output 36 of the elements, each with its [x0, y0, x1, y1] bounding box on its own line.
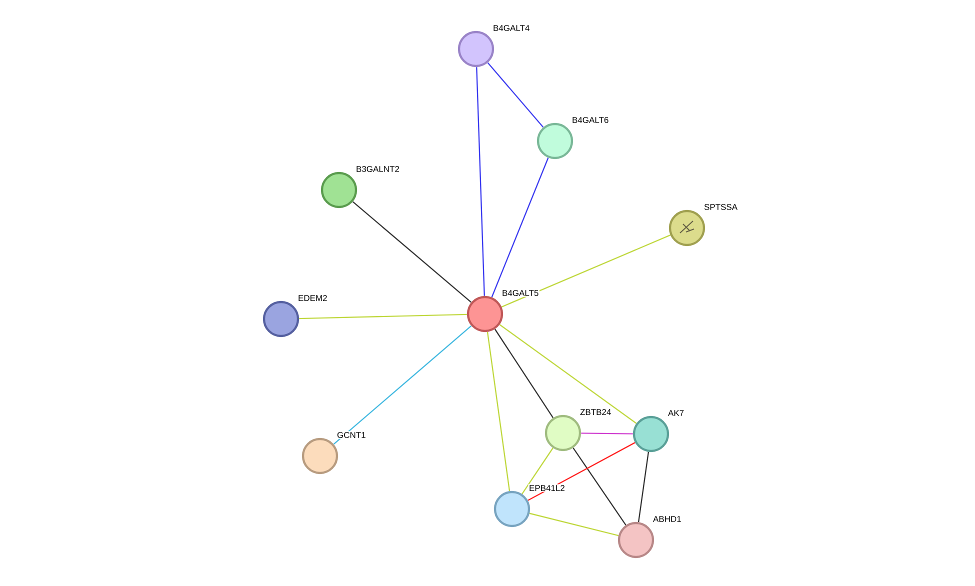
protein-node — [458, 30, 494, 68]
node-label: GCNT1 — [336, 431, 367, 439]
edge — [528, 442, 636, 501]
edge — [529, 512, 619, 536]
edge — [352, 201, 472, 303]
protein-node — [536, 122, 574, 160]
edge — [486, 332, 510, 492]
edge — [494, 328, 554, 418]
protein-node — [494, 490, 530, 528]
protein-node — [618, 522, 654, 558]
edge — [522, 448, 554, 494]
node-label: B4GALT4 — [492, 24, 530, 32]
node-label: B3GALNT2 — [355, 165, 400, 173]
edge — [476, 67, 485, 296]
edge — [501, 234, 671, 308]
node-label: SPTSSA — [703, 203, 738, 211]
edge — [638, 452, 650, 522]
edge — [491, 158, 549, 298]
edge — [572, 448, 626, 526]
edge — [499, 324, 637, 424]
protein-node — [544, 414, 582, 452]
edge — [333, 325, 472, 445]
protein-node — [668, 210, 706, 246]
edge — [581, 432, 633, 434]
protein-node — [466, 296, 504, 332]
edge — [299, 314, 467, 320]
protein-node — [320, 172, 358, 208]
protein-node — [632, 416, 670, 452]
node-label: B4GALT5 — [501, 289, 540, 297]
node-label: B4GALT6 — [571, 116, 610, 124]
edge — [487, 62, 544, 128]
node-label: ZBTB24 — [579, 408, 612, 416]
node-label: EPB41L2 — [528, 484, 566, 492]
node-label: EDEM2 — [297, 294, 328, 302]
protein-node — [302, 438, 338, 474]
protein-node — [262, 300, 300, 338]
